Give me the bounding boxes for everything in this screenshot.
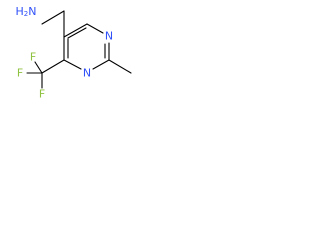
bond-cf3-ftop <box>34 61 43 74</box>
atom-f-bottom: F <box>39 88 45 101</box>
bond-ch2-nh2 <box>41 10 65 25</box>
bond-c5-c6 <box>63 23 88 38</box>
bond-n3-c4 <box>63 59 82 70</box>
bond-c5-c6-double <box>67 27 87 39</box>
atom-labels: H2N N N F F F <box>16 5 114 101</box>
nh2-h: H <box>16 5 24 18</box>
atom-n-top: N <box>105 30 113 43</box>
atom-nh2: H2N <box>16 5 37 19</box>
bond-c2-n3 <box>92 59 110 70</box>
bonds <box>26 10 132 89</box>
atom-f-left: F <box>17 67 23 80</box>
bond-c4-cf3 <box>41 59 65 74</box>
nh2-sub: 2 <box>24 10 28 18</box>
atom-n-bottom: N <box>83 67 91 80</box>
nh2-n: N <box>28 5 36 18</box>
atom-f-top: F <box>30 51 36 64</box>
molecule-structure: H2N N N F F F <box>16 5 132 101</box>
bond-c2-methyl <box>108 59 132 74</box>
bond-c6-n1 <box>86 23 104 34</box>
